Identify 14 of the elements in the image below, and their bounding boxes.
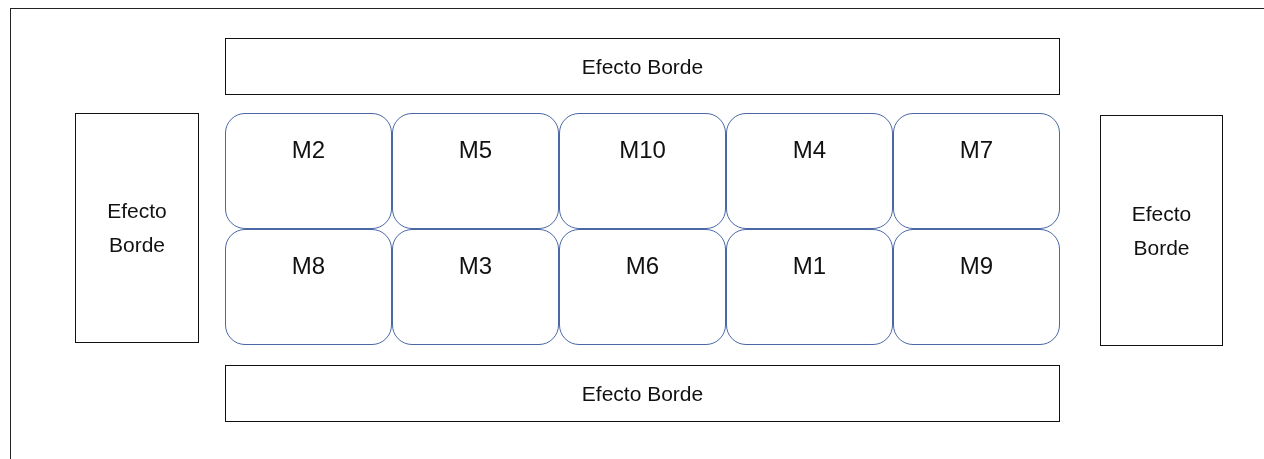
plot-cell: M3 <box>392 229 559 345</box>
plot-cell: M10 <box>559 113 726 229</box>
plot-cell: M4 <box>726 113 893 229</box>
plot-cell: M7 <box>893 113 1060 229</box>
plot-cell: M9 <box>893 229 1060 345</box>
border-strip: Efecto Borde <box>1100 115 1223 346</box>
plot-cell: M5 <box>392 113 559 229</box>
plot-cell: M8 <box>225 229 392 345</box>
plot-cell: M1 <box>726 229 893 345</box>
plot-cell: M2 <box>225 113 392 229</box>
border-strip: Efecto Borde <box>225 365 1060 422</box>
border-strip: Efecto Borde <box>225 38 1060 95</box>
plot-cell: M6 <box>559 229 726 345</box>
border-strip: Efecto Borde <box>75 113 199 343</box>
